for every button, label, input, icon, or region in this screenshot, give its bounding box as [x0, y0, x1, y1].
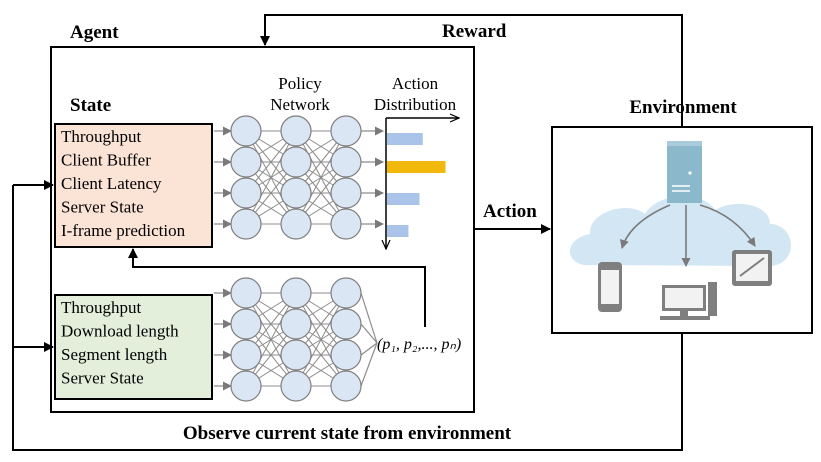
policy-network-label-2: Network	[270, 95, 330, 114]
phone-icon	[598, 262, 622, 312]
network-node	[330, 370, 362, 402]
network-node	[330, 308, 362, 340]
network-node	[230, 177, 262, 209]
network-node	[280, 146, 312, 178]
network-node	[280, 115, 312, 147]
tablet-icon	[732, 250, 772, 286]
network-node	[330, 339, 362, 371]
observe-loop-line	[12, 185, 683, 451]
server-icon	[667, 141, 702, 203]
input-item: I-frame prediction	[61, 221, 186, 240]
network-node	[280, 370, 312, 402]
network-node	[330, 208, 362, 240]
state-box	[54, 123, 213, 248]
input-item: Throughput	[61, 127, 142, 146]
input-item: Throughput	[61, 298, 142, 317]
network-node	[280, 339, 312, 371]
action-distribution-label-1: Action	[392, 74, 439, 93]
network-node	[280, 277, 312, 309]
input-item: Download length	[61, 322, 179, 341]
distribution-bar	[387, 193, 420, 205]
network-node	[230, 115, 262, 147]
distribution-bar	[387, 225, 409, 237]
distribution-bar	[387, 133, 423, 145]
reward-label: Reward	[442, 21, 507, 42]
desktop-icon	[660, 282, 717, 320]
action-label: Action	[483, 201, 537, 222]
input-item: Client Buffer	[61, 151, 151, 170]
input-item: Segment length	[61, 345, 168, 364]
network-node	[230, 208, 262, 240]
probability-vector: (p₁, p₂,..., pₙ)	[377, 336, 461, 353]
network-node	[280, 177, 312, 209]
action-distribution-bars	[387, 133, 446, 237]
policy-network	[214, 115, 384, 240]
network-node	[330, 115, 362, 147]
input-item: Server State	[61, 369, 144, 388]
reward-arrow	[260, 14, 683, 127]
network-node	[230, 146, 262, 178]
observe-label: Observe current state from environment	[183, 423, 512, 444]
distribution-bar	[387, 161, 446, 173]
network-node	[330, 146, 362, 178]
environment-label: Environment	[629, 97, 737, 118]
action-distribution-label-2: Distribution	[374, 95, 457, 114]
network-node	[280, 208, 312, 240]
lower-input-box	[54, 294, 213, 400]
network-node	[330, 177, 362, 209]
agent-label: Agent	[70, 22, 119, 43]
network-node	[280, 308, 312, 340]
input-item: Server State	[61, 198, 144, 217]
network-node	[230, 339, 262, 371]
cloud-arrows	[620, 204, 756, 267]
policy-network-label-1: Policy	[278, 74, 322, 93]
input-item: Client Latency	[61, 174, 162, 193]
feedback-arrow	[128, 248, 426, 327]
network-node	[230, 277, 262, 309]
network-node	[330, 277, 362, 309]
value-network	[214, 277, 378, 402]
network-node	[230, 370, 262, 402]
network-node	[230, 308, 262, 340]
state-label: State	[70, 95, 111, 116]
